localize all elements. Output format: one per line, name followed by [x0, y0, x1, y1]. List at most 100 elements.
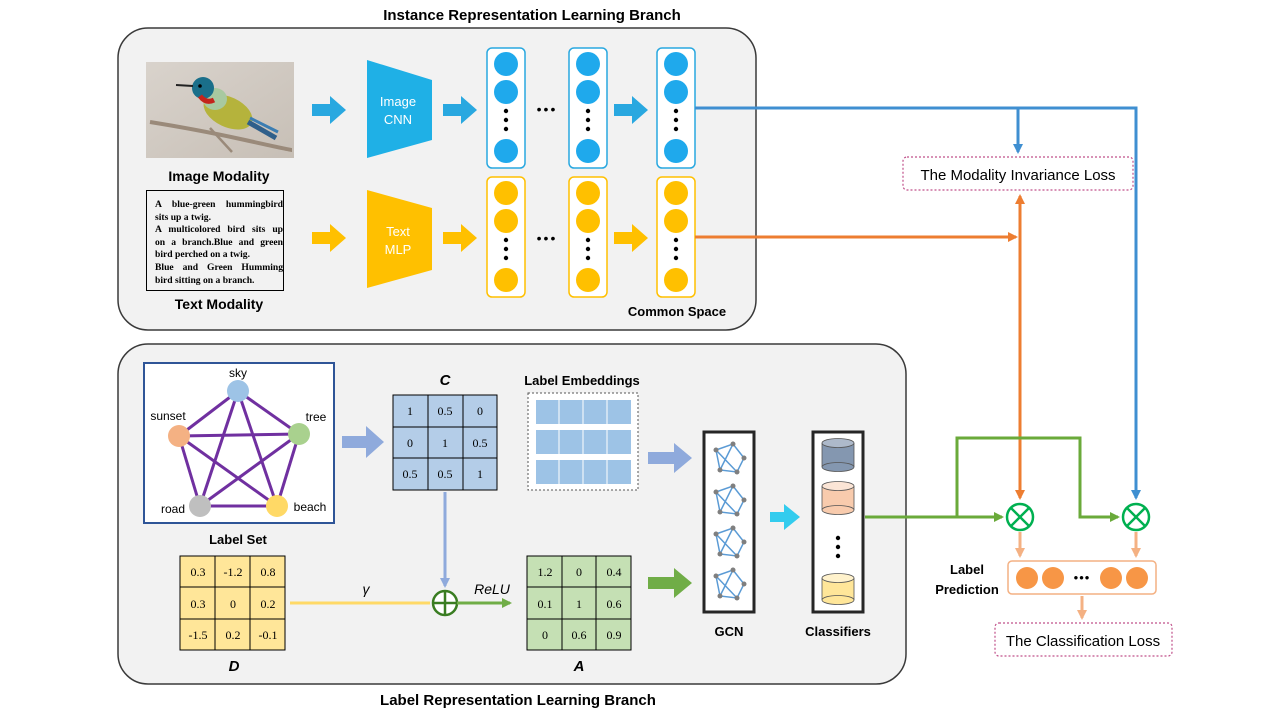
label-graph-nodes: [168, 380, 310, 517]
layer-to-common-arrow-text: [614, 224, 648, 252]
label-embeddings-title: Label Embeddings: [524, 373, 640, 388]
right-combine-operator: [1121, 502, 1151, 532]
text-neuron-column: [656, 176, 696, 298]
caption-line: on a branch.Blue and green: [155, 236, 283, 248]
svg-text:0.6: 0.6: [607, 597, 622, 611]
label-prediction-neurons: [1016, 567, 1148, 589]
gcn-graph-icon: [713, 567, 747, 601]
caption-text-box: A blue-green hummingbird sits up a twig.…: [146, 190, 284, 291]
label-set-title: Label Set: [209, 532, 267, 547]
label-embedding-row: [536, 460, 631, 484]
node-tree: [288, 423, 310, 445]
svg-text:1.2: 1.2: [538, 565, 553, 579]
label-prediction-ellipsis: •••: [1074, 570, 1091, 585]
svg-text:0: 0: [477, 404, 483, 418]
matrix-d-name: D: [229, 658, 240, 675]
image-to-cnn-arrow: [312, 96, 346, 124]
matrix-c-cells: 1 0.5 0 0 1 0.5 0.5 0.5 1: [403, 404, 488, 481]
matrix-a-cells: 1.2 0 0.4 0.1 1 0.6 0 0.6 0.9: [538, 565, 622, 642]
svg-text:0.5: 0.5: [438, 467, 453, 481]
gcn-graph-icon: [713, 525, 747, 559]
svg-text:0.5: 0.5: [438, 404, 453, 418]
svg-text:-1.5: -1.5: [189, 628, 208, 642]
classifier-cylinder: [821, 438, 855, 472]
image-cnn-block: [367, 60, 432, 158]
text-to-mlp-arrow: [312, 224, 346, 252]
image-modality-label: Image Modality: [168, 168, 269, 184]
label-branch-title: Label Representation Learning Branch: [380, 692, 656, 709]
bird-image: [146, 62, 294, 158]
a-to-gcn-arrow: [648, 568, 692, 598]
node-beach: [266, 495, 288, 517]
text-neuron-column: [568, 176, 608, 298]
mlp-to-layer-arrow: [443, 224, 477, 252]
label-embedding-rows: [536, 400, 631, 484]
svg-text:0.1: 0.1: [538, 597, 553, 611]
gcn-graph-icons: [713, 441, 747, 601]
text-neuron-column: [486, 176, 526, 298]
svg-text:0.9: 0.9: [607, 628, 622, 642]
svg-text:0.3: 0.3: [191, 565, 206, 579]
image-cnn-label-1: Image: [380, 94, 416, 109]
modality-invariance-loss-label: The Modality Invariance Loss: [920, 167, 1115, 184]
cnn-to-layer-arrow: [443, 96, 477, 124]
text-embedding-connectors: [695, 194, 1025, 500]
classifier-cylinder: [821, 573, 855, 605]
svg-text:0.6: 0.6: [572, 628, 587, 642]
label-set-to-c-arrow: [342, 426, 384, 458]
common-space-label: Common Space: [628, 304, 726, 319]
svg-text:0: 0: [576, 565, 582, 579]
caption-line: bird perched on a twig.: [155, 249, 250, 261]
matrix-a-name: A: [573, 658, 585, 675]
image-embedding-connectors: [695, 106, 1141, 500]
matrix-c-name: C: [440, 372, 452, 389]
image-neuron-column: [656, 47, 696, 169]
matrix-d-cells: 0.3 -1.2 0.8 0.3 0 0.2 -1.5 0.2 -0.1: [189, 565, 278, 642]
node-label-road: road: [161, 502, 185, 516]
svg-text:0.2: 0.2: [226, 628, 241, 642]
svg-text:0: 0: [230, 597, 236, 611]
image-to-right-combine-line: [1018, 106, 1141, 500]
node-label-tree: tree: [306, 410, 327, 424]
label-graph-edges: [177, 389, 301, 508]
svg-text:1: 1: [442, 436, 448, 450]
caption-line: A multicolored bird sits up: [155, 224, 283, 236]
gcn-graph-icon: [713, 483, 747, 517]
node-road: [189, 495, 211, 517]
relu-label: ReLU: [474, 581, 511, 597]
classifier-cylinders: [821, 438, 855, 605]
svg-text:1: 1: [576, 597, 582, 611]
image-neuron-column: [568, 47, 608, 169]
svg-text:0.4: 0.4: [607, 565, 622, 579]
classifiers-branch-line: [955, 436, 1120, 522]
classifier-connectors: [865, 436, 1120, 522]
gcn-label: GCN: [715, 624, 744, 639]
classifier-cylinder: [821, 481, 855, 515]
sum-operator: [431, 589, 459, 617]
node-label-sunset: sunset: [150, 409, 186, 423]
left-combine-operator: [1005, 502, 1035, 532]
svg-text:1: 1: [477, 467, 483, 481]
text-mlp-label-2: MLP: [385, 242, 412, 257]
modality-invariance-loss-box: [902, 156, 1134, 191]
fat-arrows-instance: [312, 96, 648, 252]
classification-loss-box: [994, 622, 1173, 657]
label-prediction-box: [1007, 560, 1157, 595]
svg-text:-1.2: -1.2: [224, 565, 243, 579]
label-prediction-title-2: Prediction: [935, 582, 999, 597]
text-mlp-label-1: Text: [386, 224, 410, 239]
matrix-a: [526, 555, 632, 651]
label-embedding-row: [536, 430, 631, 454]
svg-text:0: 0: [407, 436, 413, 450]
classification-loss-label: The Classification Loss: [1006, 633, 1160, 650]
label-prediction-title-1: Label: [950, 562, 984, 577]
svg-text:1: 1: [407, 404, 413, 418]
image-ellipsis: •••: [537, 101, 558, 117]
svg-text:0.3: 0.3: [191, 597, 206, 611]
node-label-sky: sky: [229, 366, 247, 380]
caption-line: Blue and Green Humming: [155, 261, 283, 273]
caption-line: A blue-green hummingbird: [155, 199, 283, 210]
gcn-block: [702, 430, 756, 614]
gcn-graph-icon: [713, 441, 747, 475]
svg-text:0: 0: [542, 628, 548, 642]
